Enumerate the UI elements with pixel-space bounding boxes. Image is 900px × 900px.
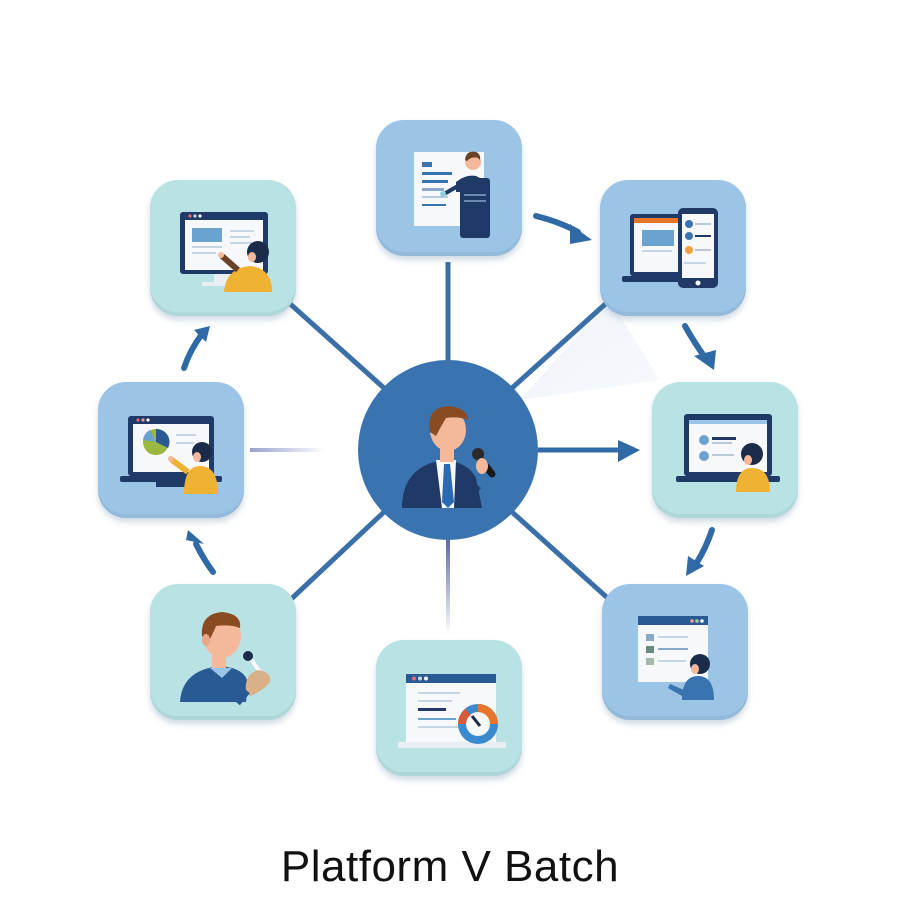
person-with-browser-window-icon: [638, 616, 714, 700]
spoke-bottom-left: [286, 510, 386, 604]
speaker-with-microphone-icon: [402, 406, 496, 508]
spoke-bottom: [446, 540, 450, 635]
person-speaking-into-microphone-icon: [180, 612, 271, 706]
arrow-hub-to-right: [538, 440, 640, 462]
spoke-bottom-right: [510, 510, 614, 604]
node-bottom-right[interactable]: [602, 584, 748, 720]
node-top[interactable]: [376, 120, 522, 256]
browser-with-donut-chart-icon: [398, 674, 506, 748]
arrow-bottomleft-to-left: [193, 541, 216, 575]
node-right[interactable]: [652, 382, 798, 518]
arrow-topright-to-right: [682, 323, 707, 359]
spoke-left: [250, 448, 325, 452]
diagram-title: Platform V Batch: [280, 842, 620, 891]
arrow-left-to-topleft: [181, 331, 205, 371]
node-bottom-left[interactable]: [150, 584, 296, 720]
laptop-and-smartphone-icon: [622, 208, 718, 288]
spoke-top-left: [286, 300, 386, 390]
spoke-top-right: [510, 296, 614, 390]
person-at-monitor-icon: [180, 212, 272, 292]
node-top-right[interactable]: [600, 180, 746, 316]
arrow-right-to-bottomright: [693, 527, 715, 567]
arrowhead: [570, 224, 592, 244]
node-top-left[interactable]: [150, 180, 296, 316]
person-presenting-pie-chart-icon: [120, 416, 222, 494]
background-wedge: [520, 300, 660, 400]
person-at-laptop-icon: [676, 414, 780, 492]
node-left[interactable]: [98, 382, 244, 518]
central-hub[interactable]: [358, 360, 538, 540]
node-bottom[interactable]: [376, 640, 522, 776]
presenter-with-document-and-phone-icon: [414, 151, 490, 238]
